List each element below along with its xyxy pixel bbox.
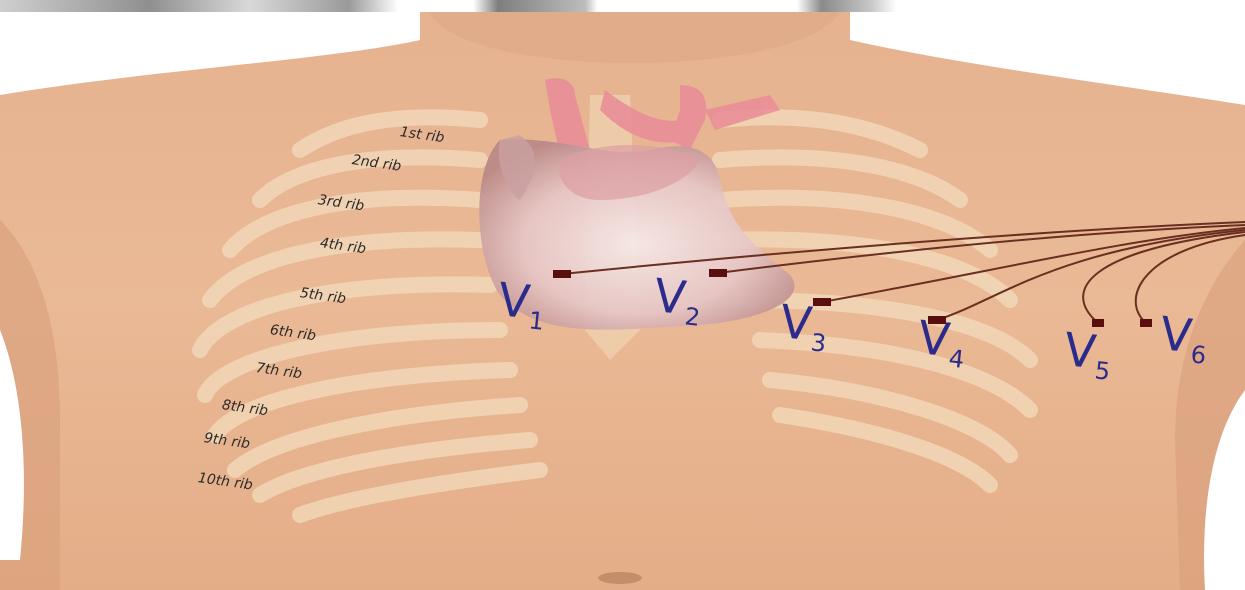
electrode-v1: [553, 270, 571, 278]
lead-label-v3: V3: [777, 298, 830, 356]
lead-label-v4: V4: [915, 314, 968, 372]
navel: [598, 572, 642, 584]
lead-label-v2: V2: [651, 272, 704, 330]
electrode-v2: [709, 269, 727, 277]
lead-label-v1: V1: [495, 276, 548, 334]
lead-label-v6: V6: [1157, 310, 1210, 368]
lead-label-v5: V5: [1061, 326, 1114, 384]
electrode-v6: [1140, 319, 1152, 327]
